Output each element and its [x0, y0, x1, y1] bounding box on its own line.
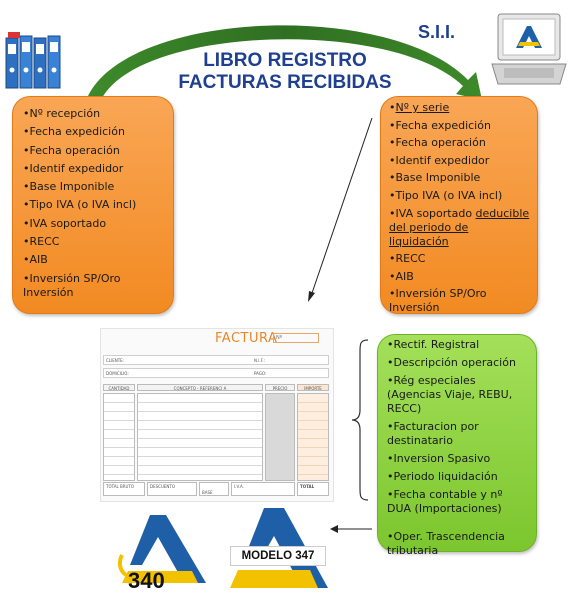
green-item: Descripción operación	[387, 356, 530, 370]
left-item: RECC	[23, 235, 165, 249]
left-item: Identif expedidor	[23, 162, 165, 176]
col-cantidad-cells	[103, 393, 135, 481]
sii-label: S.I.I.	[418, 22, 456, 42]
col-precio: PRECIO	[265, 384, 295, 391]
invoice-address-line: DOMICILIO: PAGO:	[103, 368, 329, 378]
descuento: DESCUENTO	[147, 482, 197, 496]
green-item: Inversion Spasivo	[387, 452, 530, 466]
green-item-last: Oper. Trascendencia tributaria	[387, 530, 530, 558]
green-item: Rég especiales (Agencias Viaje, REBU, RE…	[387, 374, 530, 416]
iva-prefix: IVA soportado	[395, 206, 476, 220]
right-item: Fecha operación	[389, 136, 531, 150]
extra-fields-box: Rectif. Registral Descripción operación …	[377, 334, 537, 557]
logo-340-number: 340	[128, 568, 165, 593]
modelo-347-label: MODELO 347	[230, 546, 326, 566]
iva: I.V.A.	[231, 482, 295, 496]
left-item: AIB	[23, 253, 165, 267]
right-item: AIB	[389, 270, 531, 284]
green-item: Fecha contable y nº DUA (Importaciones)	[387, 488, 530, 516]
right-item: RECC	[389, 252, 531, 266]
nif-label: N.I.F.:	[254, 358, 265, 363]
col-concepto-cells	[137, 393, 263, 481]
invoice-footer: TOTAL BRUTO DESCUENTO BASE I.V.A. TOTAL	[103, 482, 329, 497]
left-item: Nº recepción	[23, 107, 165, 121]
laptop-icon	[491, 13, 567, 85]
left-item: Fecha expedición	[23, 125, 165, 139]
green-item: Facturacion por destinatario	[387, 420, 530, 448]
right-item-serie-text: Nº y serie	[395, 101, 450, 114]
invoice-form: FACTURA Nº CLIENTE: N.I.F.: DOMICILIO: P…	[100, 328, 334, 502]
invoice-table-body	[103, 393, 329, 481]
invoice-table-header: CANTIDAD CONCEPTO - REFERENCI A PRECIO I…	[103, 384, 329, 392]
left-item: Inversión SP/Oro Inversión	[23, 272, 165, 300]
aeat-logo-340	[118, 515, 206, 583]
title-line-1: LIBRO REGISTRO	[203, 50, 367, 71]
invoice-client-line: CLIENTE: N.I.F.:	[103, 355, 329, 365]
right-item-iva: IVA soportado deducible del periodo de l…	[389, 207, 531, 249]
right-item: Identif expedidor	[389, 154, 531, 168]
green-item: Rectif. Registral	[387, 338, 530, 352]
left-item: Tipo IVA (o IVA incl)	[23, 198, 165, 212]
binders-icon	[5, 32, 61, 89]
invoice-number-field: Nº	[273, 333, 319, 343]
left-item: Base Imponible	[23, 180, 165, 194]
right-item: Inversión SP/Oro Inversión	[389, 287, 531, 315]
invoice-title: FACTURA	[215, 331, 278, 346]
iva-underlined: deducible del periodo de liquidación	[389, 206, 530, 248]
total-bruto: TOTAL BRUTO	[103, 482, 145, 496]
green-item: Periodo liquidación	[387, 470, 530, 484]
payment-label: PAGO:	[254, 371, 267, 376]
col-precio-cells	[265, 393, 295, 481]
col-cantidad: CANTIDAD	[103, 384, 135, 391]
right-item: Tipo IVA (o IVA incl)	[389, 189, 531, 203]
col-importe: IMPORTE	[297, 384, 329, 391]
left-item: Fecha operación	[23, 144, 165, 158]
diagram-title: LIBRO REGISTRO FACTURAS RECIBIDAS	[150, 50, 420, 94]
right-item: Base Imponible	[389, 171, 531, 185]
right-fields-box: Nº y serie Fecha expedición Fecha operac…	[380, 96, 538, 314]
title-line-2: FACTURAS RECIBIDAS	[178, 72, 392, 93]
total: TOTAL	[297, 482, 329, 496]
left-fields-box: Nº recepción Fecha expedición Fecha oper…	[12, 96, 174, 314]
col-importe-cells	[297, 393, 329, 481]
address-label: DOMICILIO:	[106, 371, 129, 376]
right-item-serie: Nº y serie	[389, 101, 531, 115]
col-concepto: CONCEPTO - REFERENCI A	[137, 384, 263, 391]
client-label: CLIENTE:	[106, 358, 125, 363]
left-item: IVA soportado	[23, 217, 165, 231]
base: BASE	[199, 482, 229, 496]
brace-icon	[351, 339, 369, 501]
right-item: Fecha expedición	[389, 119, 531, 133]
